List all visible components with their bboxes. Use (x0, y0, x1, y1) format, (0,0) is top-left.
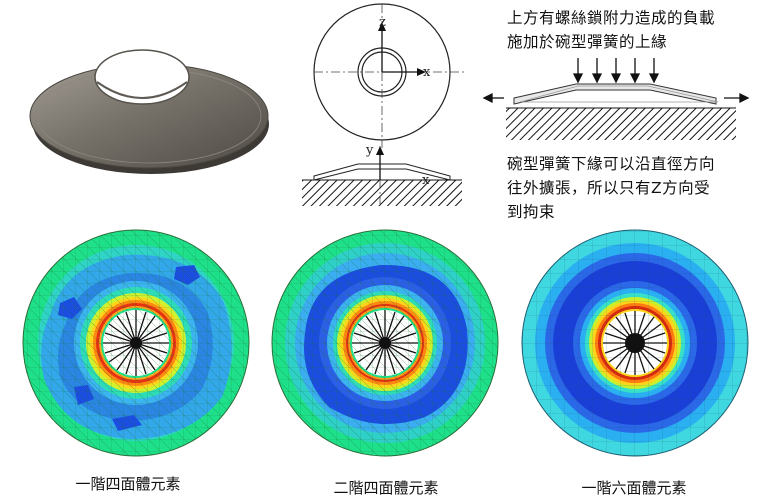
caption-first-order-tetra: 一階四面體元素 (75, 475, 181, 493)
side-view-diagram: y x (302, 143, 462, 206)
axis-label-x-side: x (422, 173, 430, 188)
axis-label-z: z (379, 15, 386, 30)
axis-label-x-top: x (423, 65, 431, 80)
fem-result-second-order-tetra (271, 229, 499, 457)
fem-result-first-order-hexa (521, 229, 749, 457)
constraint-note-line-1: 碗型彈簧下緣可以沿直徑方向 (507, 155, 716, 173)
load-note-line-1: 上方有螺絲鎖附力造成的負載 (507, 9, 716, 27)
load-schematic (482, 58, 750, 140)
load-note-line-2: 施加於碗型彈簧的上緣 (507, 33, 668, 51)
spring-3d-render (29, 49, 269, 174)
constraint-note-line-2: 往外擴張，所以只有Z方向受 (507, 179, 711, 197)
axis-label-y: y (365, 143, 374, 158)
top-view-diagram: z x (313, 3, 465, 148)
caption-first-order-hexa: 一階六面體元素 (581, 479, 687, 497)
constraint-note-line-3: 到拘束 (507, 203, 556, 221)
load-arrows (482, 58, 750, 104)
caption-second-order-tetra: 二階四面體元素 (333, 479, 439, 497)
fem-result-first-order-tetra (22, 229, 250, 457)
